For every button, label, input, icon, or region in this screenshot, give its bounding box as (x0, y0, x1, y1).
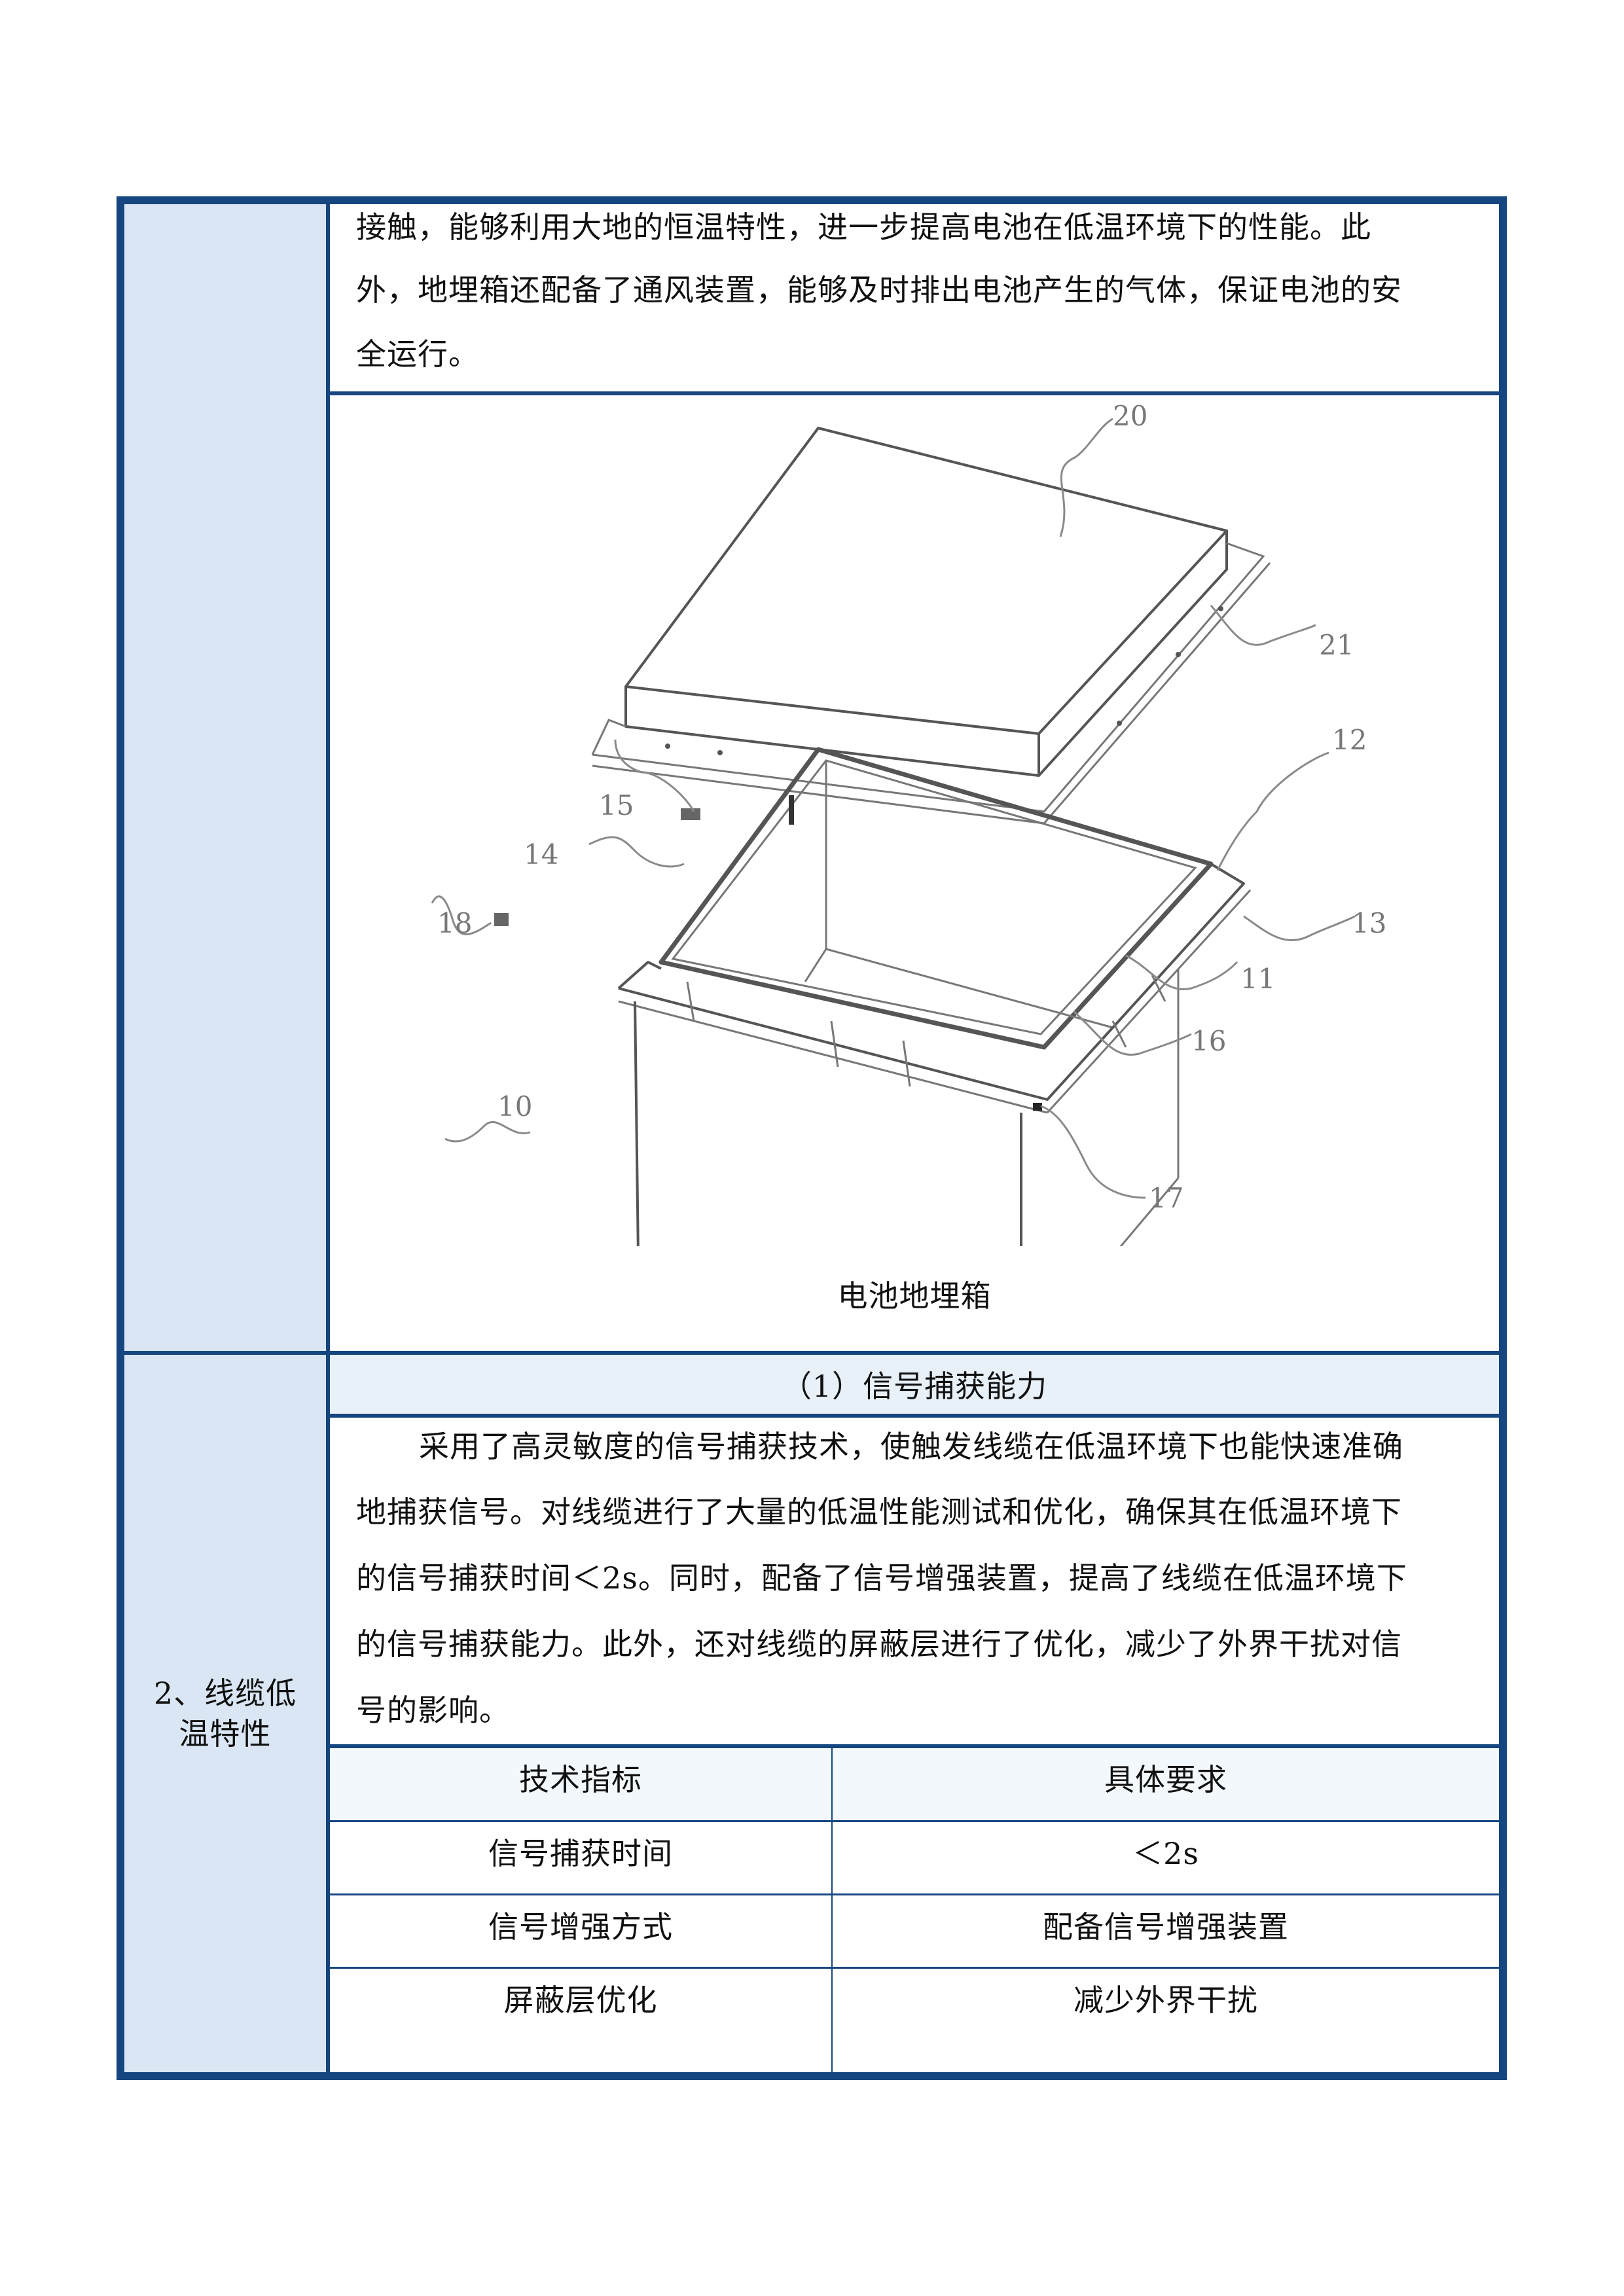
part-label: 21 (1319, 629, 1354, 661)
text-line: 接触，能够利用大地的恒温特性，进一步提高电池在低温环境下的性能。此 (356, 209, 1371, 245)
text-line: 采用了高灵敏度的信号捕获技术，使触发线缆在低温环境下也能快速准确 (419, 1429, 1403, 1464)
table-header-indicator: 技术指标 (330, 1748, 831, 1820)
subheading-cell: （1）信号捕获能力 (330, 1355, 1499, 1414)
table-row-1-indicator: 信号增强方式 (330, 1895, 831, 1967)
figure-caption: 电池地埋箱 (837, 1278, 992, 1314)
text-line: 的信号捕获时间＜2s。同时，配备了信号增强装置，提高了线缆在低温环境下 (356, 1560, 1407, 1596)
text-line: 的信号捕获能力。此外，还对线缆的屏蔽层进行了优化，减少了外界干扰对信 (356, 1626, 1402, 1662)
section2-label-line1: 2、线缆低 (153, 1676, 297, 1711)
section2-label-cell: 2、线缆低 温特性 (124, 1355, 326, 2072)
table-row-0-requirement: ＜2s (833, 1822, 1499, 1893)
part-label: 16 (1191, 1025, 1226, 1057)
table-row-0-indicator: 信号捕获时间 (330, 1822, 831, 1893)
part-label: 18 (437, 907, 472, 939)
part-label: 20 (1113, 400, 1147, 432)
battery-underground-box-drawing: 20 21 12 15 14 13 18 11 10 16 17 (431, 400, 1386, 1246)
subheading-text: （1）信号捕获能力 (781, 1369, 1048, 1404)
part-label: 11 (1240, 963, 1275, 995)
text-line: 全运行。 (356, 336, 479, 372)
figure-cell: 20 21 12 15 14 13 18 11 10 16 17 电池地埋箱 (330, 395, 1499, 1351)
section2-label-line2: 温特性 (179, 1716, 272, 1751)
section1-text-cell: 接触，能够利用大地的恒温特性，进一步提高电池在低温环境下的性能。此 外，地埋箱还… (330, 204, 1499, 391)
part-label: 12 (1332, 724, 1367, 756)
part-label: 14 (524, 838, 558, 870)
table-header-requirement: 具体要求 (833, 1748, 1499, 1820)
table-row-2-requirement: 减少外界干扰 (833, 1969, 1499, 2072)
part-label: 17 (1149, 1182, 1183, 1214)
table-row-2-indicator: 屏蔽层优化 (330, 1969, 831, 2072)
part-label: 13 (1352, 907, 1386, 939)
text-line: 号的影响。 (356, 1693, 510, 1728)
spec-table: 接触，能够利用大地的恒温特性，进一步提高电池在低温环境下的性能。此 外，地埋箱还… (117, 196, 1507, 2080)
text-line: 外，地埋箱还配备了通风装置，能够及时排出电池产生的气体，保证电池的安 (356, 272, 1402, 308)
part-label: 10 (497, 1090, 532, 1122)
section2-paragraph-cell: 采用了高灵敏度的信号捕获技术，使触发线缆在低温环境下也能快速准确 地捕获信号。对… (330, 1418, 1499, 1744)
part-label: 15 (599, 789, 634, 821)
table-row-1-requirement: 配备信号增强装置 (833, 1895, 1499, 1967)
text-line: 地捕获信号。对线缆进行了大量的低温性能测试和优化，确保其在低温环境下 (356, 1494, 1402, 1530)
section1-label-cell (124, 204, 326, 1351)
